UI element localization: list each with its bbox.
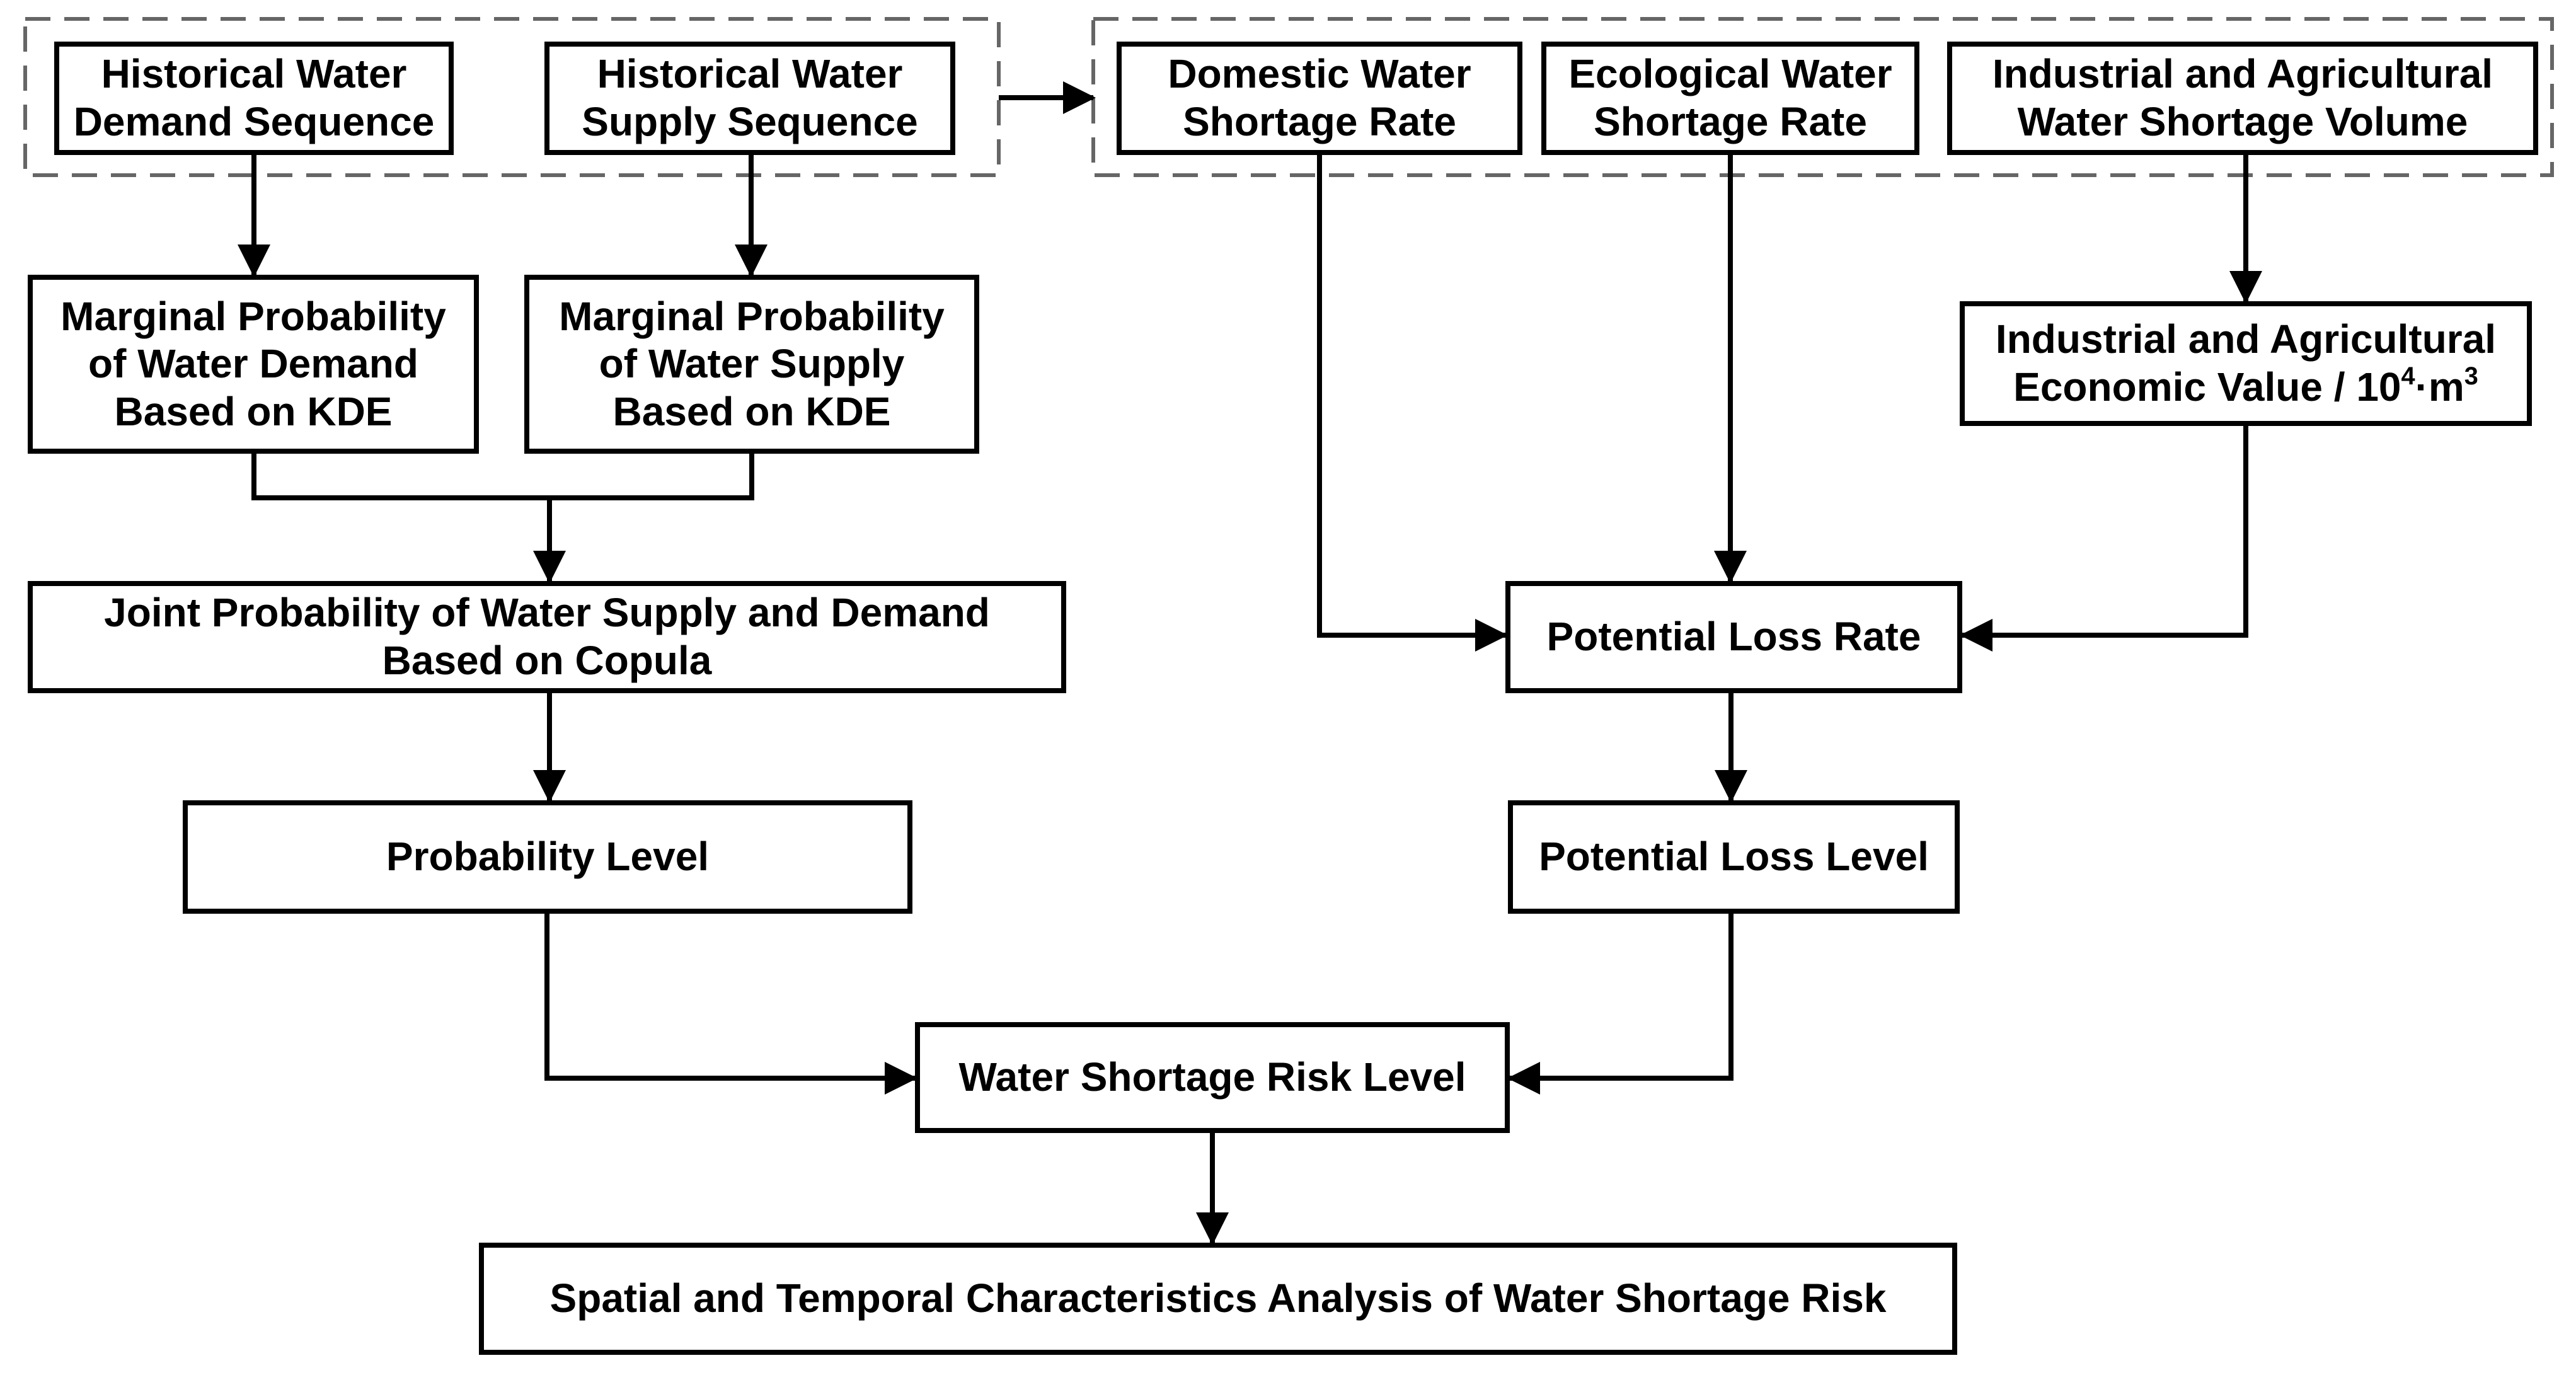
edge-probability-to-risk (544, 914, 917, 1095)
spatial-temporal-analysis-box: Spatial and Temporal Characteristics Ana… (479, 1243, 1957, 1355)
input-sequences-group (23, 17, 1001, 177)
node-label-line: Based on KDE (114, 388, 393, 434)
water-shortage-risk-level-box: Water Shortage Risk Level (915, 1022, 1510, 1133)
node-label-line: Domestic Water (1168, 51, 1471, 97)
node-label-line: of Water Supply (599, 341, 905, 387)
shortage-indicators-group (1091, 17, 2554, 177)
probability-level-box: Probability Level (183, 800, 912, 914)
ecological-water-shortage-rate-box: Ecological Water Shortage Rate (1541, 42, 1919, 155)
economic-value-exponent: 4 (2401, 362, 2415, 391)
industrial-agricultural-economic-value-box: Industrial and Agricultural Economic Val… (1960, 301, 2532, 426)
node-label-line: Historical Water (101, 51, 407, 97)
node-label-line: Joint Probability of Water Supply and De… (104, 590, 990, 636)
node-label-line: Marginal Probability (559, 293, 945, 339)
economic-value-unit-prefix: Economic Value / 10 (2013, 364, 2401, 410)
domestic-water-shortage-rate-box: Domestic Water Shortage Rate (1117, 42, 1522, 155)
edge-marginal-merge (251, 454, 754, 500)
historical-water-supply-sequence-box: Historical Water Supply Sequence (544, 42, 955, 155)
historical-water-demand-sequence-box: Historical Water Demand Sequence (54, 42, 454, 155)
node-label-line: of Water Demand (88, 341, 418, 387)
edge-loss-level-to-risk (1507, 914, 1734, 1095)
node-label-line: Water Shortage Volume (2017, 99, 2468, 144)
node-label-line: Shortage Rate (1183, 99, 1456, 144)
node-label-line: Potential Loss Level (1539, 834, 1929, 880)
potential-loss-rate-box: Potential Loss Rate (1505, 581, 1962, 693)
node-label-line: Probability Level (386, 834, 710, 880)
node-label-line: Spatial and Temporal Characteristics Ana… (549, 1275, 1887, 1321)
economic-value-unit-mid: ·m (2415, 364, 2464, 410)
node-label-line: Marginal Probability (60, 293, 446, 339)
economic-value-unit-exponent: 3 (2464, 362, 2478, 391)
marginal-probability-water-demand-box: Marginal Probability of Water Demand Bas… (28, 275, 479, 454)
marginal-probability-water-supply-box: Marginal Probability of Water Supply Bas… (524, 275, 979, 454)
potential-loss-level-box: Potential Loss Level (1508, 800, 1960, 914)
node-label-line: Shortage Rate (1594, 99, 1867, 144)
node-label-line: Based on Copula (382, 638, 712, 683)
node-label-line: Potential Loss Rate (1546, 614, 1921, 660)
edge-economic-value-to-loss-rate (1960, 426, 2248, 652)
node-label-line: Based on KDE (612, 388, 891, 434)
node-label-line: Industrial and Agricultural (1995, 316, 2497, 362)
joint-probability-copula-box: Joint Probability of Water Supply and De… (28, 581, 1066, 693)
node-label-line: Water Shortage Risk Level (958, 1054, 1466, 1100)
edge-domestic-to-loss-rate (1317, 155, 1508, 652)
node-label-line: Industrial and Agricultural (1992, 51, 2493, 97)
node-label-line: Supply Sequence (582, 99, 918, 144)
node-label-line: Ecological Water (1568, 51, 1892, 97)
node-label-line: Economic Value / 104·m3 (2013, 364, 2478, 411)
node-label-line: Historical Water (597, 51, 903, 97)
industrial-agricultural-water-shortage-volume-box: Industrial and Agricultural Water Shorta… (1947, 42, 2538, 155)
node-label-line: Demand Sequence (73, 99, 435, 144)
